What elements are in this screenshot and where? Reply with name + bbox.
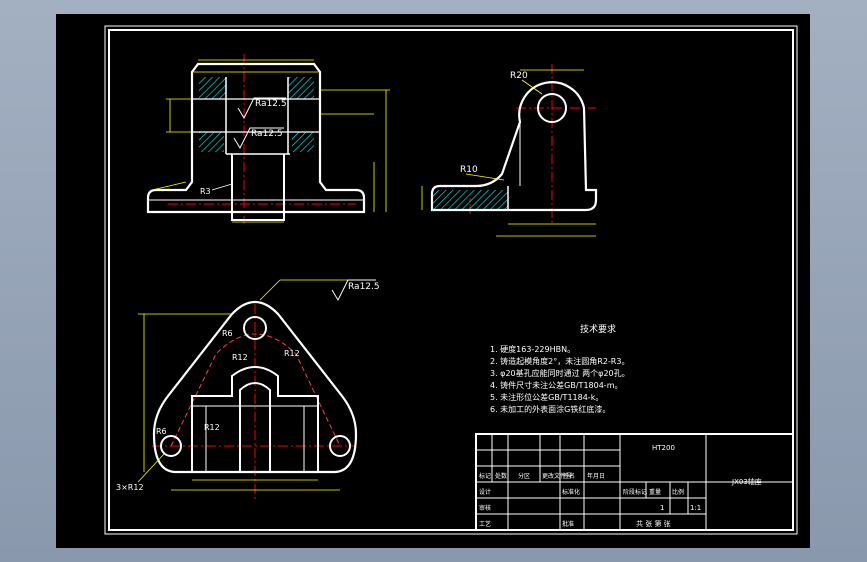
- top-hole-left: [160, 435, 182, 457]
- radius-label-r20: R20: [510, 71, 528, 81]
- roughness-label-3: Ra12.5: [348, 282, 380, 292]
- note-3: 3. φ20基孔应能同时通过 两个φ20孔。: [490, 368, 630, 378]
- tb-label-scale: 比例: [672, 488, 684, 496]
- note-1: 1. 硬度163-229HBN。: [490, 344, 575, 354]
- tb-label-approve: 批准: [562, 520, 574, 528]
- tb-label-review: 审核: [479, 504, 491, 512]
- roughness-label-1: Ra12.5: [255, 99, 287, 109]
- drawing-canvas: Ra12.5 Ra12.5 R3: [104, 25, 798, 535]
- tb-label-date: 年月日: [587, 472, 605, 480]
- radius-label-r6-a: R6: [222, 329, 233, 338]
- tb-label-weight: 重量: [649, 488, 661, 496]
- tb-label-sign: 签名: [563, 472, 575, 480]
- top-central-block: [191, 366, 319, 472]
- roughness-symbol-2: [233, 127, 284, 150]
- top-hole-upper: [243, 316, 267, 340]
- holes-note: 3×R12: [116, 483, 144, 492]
- tb-sheet-note: 共 张 第 张: [636, 519, 671, 528]
- side-bore: [537, 93, 567, 123]
- drawing-sheet[interactable]: Ra12.5 Ra12.5 R3: [56, 14, 810, 548]
- outer-border: [104, 25, 798, 535]
- tb-label-design: 设计: [479, 488, 491, 496]
- tb-count: 1: [660, 504, 664, 512]
- tb-label-stage: 阶段标记: [623, 488, 647, 496]
- notes-title: 技术要求: [580, 323, 616, 335]
- note-6: 6. 未加工的外表面涂G铁红底漆。: [490, 404, 610, 414]
- tb-label-count: 处数: [495, 472, 507, 480]
- tb-label-standard: 标准化: [562, 488, 580, 496]
- note-5: 5. 未注形位公差GB/T1184-k。: [490, 392, 603, 402]
- tb-scale: 1:1: [690, 504, 701, 512]
- technical-requirements: 技术要求 1. 硬度163-229HBN。 2. 铸造起模角度2°，未注圆角R2…: [490, 323, 630, 414]
- side-view[interactable]: R20 R10: [421, 64, 598, 237]
- inner-border: [108, 29, 794, 531]
- top-outline: [152, 300, 358, 474]
- side-hatch-base: [432, 190, 508, 210]
- front-hatch-right-top: [288, 77, 314, 99]
- tb-label-change: 更改文件号: [542, 472, 572, 480]
- front-outline: [146, 62, 366, 214]
- radius-label-r12-b: R12: [284, 349, 300, 358]
- top-view[interactable]: Ra12.5 R6 R12 R12 R12 R6 3×R12: [116, 279, 380, 500]
- radius-label-r12-a: R12: [232, 353, 248, 362]
- roughness-symbol-1: [237, 97, 286, 120]
- top-central-slot: [239, 382, 271, 472]
- tb-label-process: 工艺: [479, 520, 491, 528]
- top-bolt-circle: [170, 333, 341, 447]
- front-hatch-left-mid: [199, 132, 224, 152]
- roughness-label-2: Ra12.5: [251, 129, 283, 139]
- title-block[interactable]: 标记 处数 分区 更改文件号 签名 年月日 设计 标准化 审核 工艺 批准 阶段…: [475, 433, 794, 531]
- tb-material: HT200: [652, 444, 675, 452]
- tb-label-marks: 标记: [479, 472, 491, 480]
- radius-label-r3: R3: [200, 187, 211, 196]
- side-outline: [430, 81, 598, 212]
- radius-label-r12-c: R12: [204, 423, 220, 432]
- roughness-symbol-3: [331, 279, 376, 302]
- front-hatch-left-top: [199, 77, 226, 99]
- front-hatch-right-mid: [292, 132, 314, 152]
- note-2: 2. 铸造起模角度2°，未注圆角R2-R3。: [490, 356, 629, 366]
- note-4: 4. 铸件尺寸未注公差GB/T1804-m。: [490, 380, 622, 390]
- tb-part-name: JX03轴座: [731, 477, 762, 486]
- top-hole-right: [329, 435, 351, 457]
- radius-label-r6-b: R6: [156, 427, 167, 436]
- front-view[interactable]: Ra12.5 Ra12.5 R3: [146, 54, 390, 224]
- radius-label-r10: R10: [460, 165, 478, 175]
- tb-label-zone: 分区: [518, 472, 530, 480]
- front-inner-bore: [231, 154, 285, 221]
